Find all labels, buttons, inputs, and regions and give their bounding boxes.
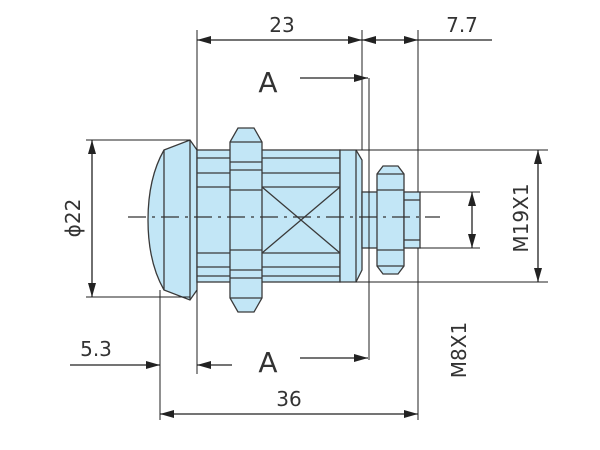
section-arrow-bottom: A bbox=[258, 346, 368, 379]
dimension-5-3: 5.3 bbox=[70, 337, 232, 369]
section-label-top: A bbox=[258, 66, 277, 99]
dimension-m8x1-label: M8X1 bbox=[447, 322, 471, 378]
dimension-7-7-label: 7.7 bbox=[446, 13, 478, 37]
dimension-23-label: 23 bbox=[269, 13, 294, 37]
cam-neck bbox=[361, 191, 379, 249]
dimension-23: 23 bbox=[197, 13, 362, 44]
section-label-bottom: A bbox=[258, 346, 277, 379]
dimension-7-7: 7.7 bbox=[362, 13, 492, 44]
dimension-diameter-22: ϕ22 bbox=[61, 140, 96, 297]
dimension-m19x1-label: M19X1 bbox=[509, 183, 533, 252]
section-arrow-top: A bbox=[258, 66, 368, 99]
hex-nut-large bbox=[229, 127, 263, 313]
dimension-m19x1: M19X1 bbox=[509, 150, 542, 282]
dimension-36: 36 bbox=[160, 387, 418, 418]
hex-nut-small bbox=[376, 165, 405, 275]
dimension-m8x1: M8X1 bbox=[447, 192, 476, 378]
extension-lines bbox=[86, 30, 548, 420]
front-bezel bbox=[147, 139, 198, 301]
screw-end bbox=[403, 191, 421, 249]
dimension-5-3-label: 5.3 bbox=[80, 337, 112, 361]
threaded-barrel bbox=[196, 149, 341, 283]
lock-cylinder-part bbox=[147, 127, 421, 313]
step-collar bbox=[339, 149, 363, 283]
dimension-diameter-22-label: ϕ22 bbox=[61, 199, 85, 238]
barrel-cross-2 bbox=[261, 186, 341, 254]
dimension-36-label: 36 bbox=[276, 387, 301, 411]
